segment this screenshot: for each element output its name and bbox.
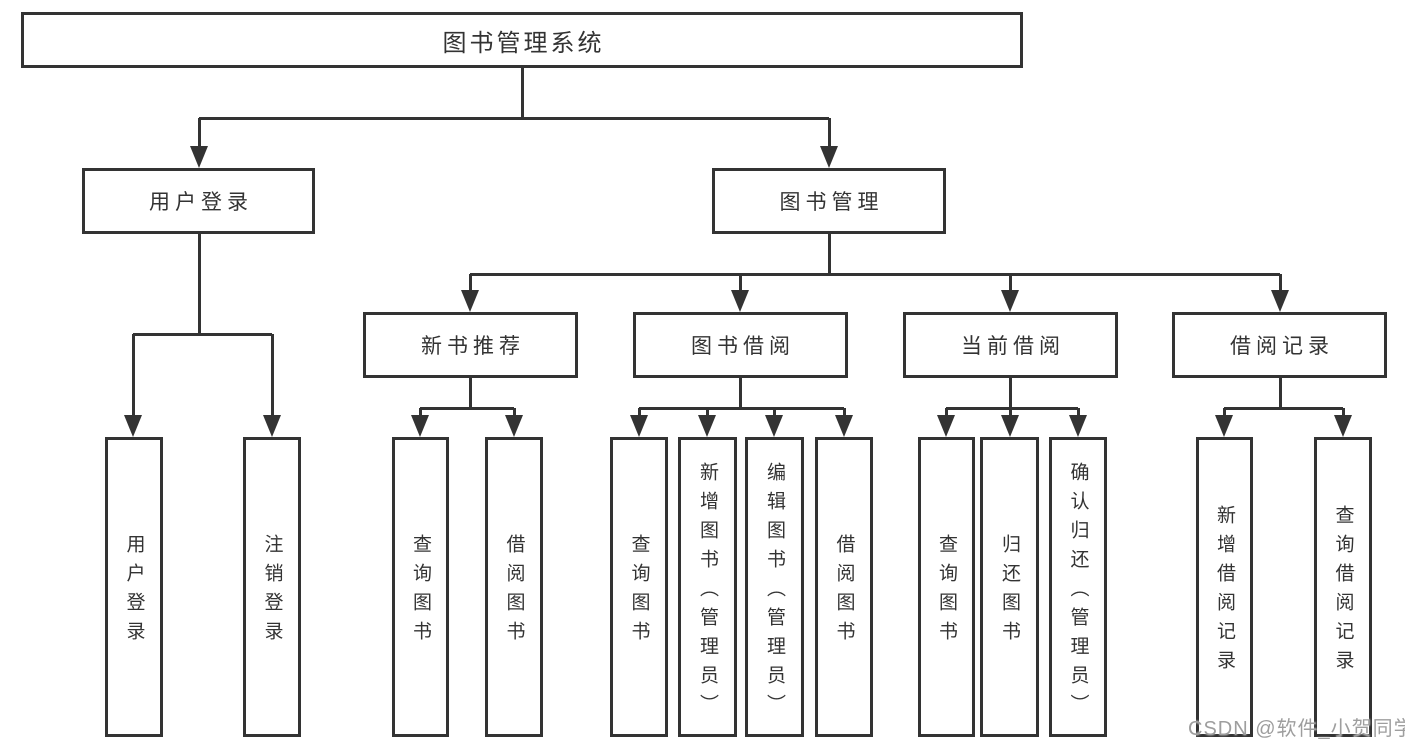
- leaf-new-book-borrow: 借阅图书: [485, 437, 543, 737]
- connector-bar-root: [199, 116, 829, 120]
- arrow-current-borrow-leaf-1: [937, 408, 955, 437]
- arrow-borrow-record-leaf-1: [1215, 408, 1233, 437]
- arrow-to-current-borrow: [1001, 274, 1019, 312]
- arrow-new-book-leaf-2: [505, 408, 523, 437]
- node-book-mgmt-label: 图书管理: [779, 191, 884, 214]
- leaf-record-query: 查询借阅记录: [1314, 437, 1372, 737]
- leaf-user-login: 用户登录: [105, 437, 163, 737]
- leaf-current-confirm-admin: 确认归还（管理员）: [1049, 437, 1107, 737]
- arrow-to-leaf-user-login: [124, 334, 142, 437]
- leaf-current-query-label: 查询图书: [936, 534, 957, 650]
- leaf-current-return-label: 归还图书: [999, 534, 1020, 650]
- watermark-text: CSDN @软件_小贺同学: [1188, 718, 1405, 740]
- leaf-new-book-query: 查询图书: [392, 437, 449, 737]
- arrow-borrow-record-leaf-2: [1334, 408, 1352, 437]
- node-root: 图书管理系统: [21, 12, 1023, 68]
- leaf-borrow-query: 查询图书: [610, 437, 668, 737]
- node-book-borrow-label: 图书借阅: [691, 335, 795, 358]
- leaf-current-confirm-admin-label: 确认归还（管理员）: [1067, 461, 1089, 723]
- connector-bar-book-mgmt: [470, 272, 1280, 276]
- arrow-to-user-login: [190, 118, 208, 168]
- arrow-book-borrow-leaf-1: [630, 408, 648, 437]
- connector-stem-user-login: [197, 234, 201, 334]
- arrow-book-borrow-leaf-3: [765, 408, 783, 437]
- connector-stem-book-borrow: [738, 378, 742, 408]
- connector-bar-borrow-record: [1224, 406, 1343, 410]
- arrow-current-borrow-leaf-2: [1001, 408, 1019, 437]
- node-user-login-label: 用户登录: [149, 191, 253, 214]
- node-book-mgmt: 图书管理: [712, 168, 946, 234]
- connector-stem-new-book: [468, 378, 472, 408]
- node-borrow-record: 借阅记录: [1172, 312, 1387, 378]
- arrow-current-borrow-leaf-3: [1069, 408, 1087, 437]
- arrow-to-borrow-record: [1271, 274, 1289, 312]
- node-root-label: 图书管理系统: [442, 29, 605, 57]
- leaf-borrow-book-label: 借阅图书: [833, 534, 855, 650]
- connector-bar-book-borrow: [639, 406, 844, 410]
- leaf-current-query: 查询图书: [918, 437, 975, 737]
- connector-stem-current-borrow: [1008, 378, 1012, 408]
- arrow-to-book-borrow: [731, 274, 749, 312]
- node-book-borrow: 图书借阅: [633, 312, 848, 378]
- arrow-to-new-book: [461, 274, 479, 312]
- connector-stem-borrow-record: [1278, 378, 1282, 408]
- arrow-book-borrow-leaf-4: [835, 408, 853, 437]
- leaf-new-book-query-label: 查询图书: [410, 534, 431, 650]
- connector-stem-root: [520, 68, 524, 118]
- leaf-borrow-add-admin-label: 新增图书（管理员）: [697, 461, 718, 723]
- leaf-record-query-label: 查询借阅记录: [1332, 505, 1354, 679]
- connector-stem-book-mgmt: [827, 234, 831, 274]
- node-user-login: 用户登录: [82, 168, 315, 234]
- connector-bar-current-borrow: [946, 406, 1078, 410]
- arrow-book-borrow-leaf-2: [698, 408, 716, 437]
- arrow-new-book-leaf-1: [411, 408, 429, 437]
- node-current-borrow-label: 当前借阅: [961, 335, 1065, 358]
- leaf-borrow-add-admin: 新增图书（管理员）: [678, 437, 737, 737]
- node-new-book-recommend: 新书推荐: [363, 312, 578, 378]
- node-borrow-record-label: 借阅记录: [1230, 335, 1334, 358]
- arrow-to-leaf-logout: [263, 334, 281, 437]
- leaf-record-add: 新增借阅记录: [1196, 437, 1253, 737]
- leaf-borrow-edit-admin: 编辑图书（管理员）: [745, 437, 804, 737]
- arrow-to-book-mgmt: [820, 118, 838, 168]
- leaf-new-book-borrow-label: 借阅图书: [503, 534, 525, 650]
- leaf-user-login-label: 用户登录: [123, 534, 145, 650]
- leaf-borrow-book: 借阅图书: [815, 437, 873, 737]
- connector-bar-user-login: [133, 332, 272, 336]
- leaf-record-add-label: 新增借阅记录: [1214, 505, 1235, 679]
- leaf-borrow-edit-admin-label: 编辑图书（管理员）: [764, 461, 785, 723]
- leaf-logout-label: 注销登录: [261, 534, 283, 650]
- leaf-logout: 注销登录: [243, 437, 301, 737]
- leaf-current-return: 归还图书: [980, 437, 1039, 737]
- node-new-book-recommend-label: 新书推荐: [421, 335, 525, 358]
- connector-bar-new-book: [420, 406, 514, 410]
- node-current-borrow: 当前借阅: [903, 312, 1118, 378]
- leaf-borrow-query-label: 查询图书: [628, 534, 650, 650]
